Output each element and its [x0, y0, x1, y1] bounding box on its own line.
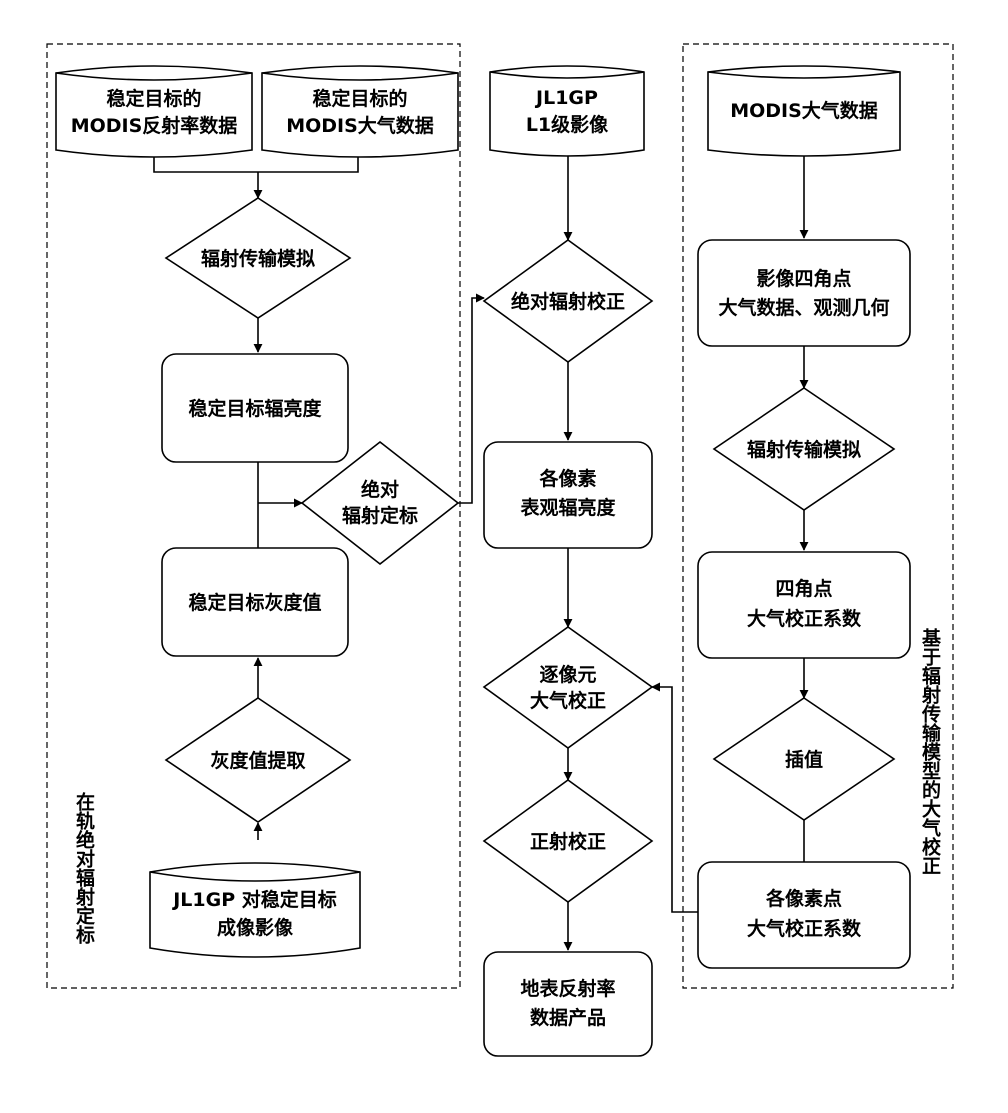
corner-coef-box: 四角点 大气校正系数 [697, 551, 911, 659]
rt-sim-right-label: 辐射传输模拟 [747, 438, 861, 461]
db-stable-target-reflectance: 稳定目标的 MODIS反射率数据 [55, 65, 253, 158]
rt-sim-right-decision: 辐射传输模拟 [712, 387, 896, 511]
gray-extract-decision: 灰度值提取 [164, 697, 352, 823]
stable-target-gray-box: 稳定目标灰度值 [161, 547, 349, 657]
db-stable-target-atmos: 稳定目标的 MODIS大气数据 [261, 65, 459, 158]
surface-product-box: 地表反射率 数据产品 [483, 951, 653, 1057]
db-stable-target-reflectance-line1: 稳定目标的 [106, 87, 201, 110]
group-label-atmospheric-correction: 基于辐射传输模型的大气校正 [919, 627, 942, 875]
corner-atmos-box: 影像四角点 大气数据、观测几何 [697, 239, 911, 347]
db-l1-image: JL1GP L1级影像 [489, 65, 645, 157]
pixel-coef-line2: 大气校正系数 [747, 917, 862, 940]
surface-product-line2: 数据产品 [530, 1006, 606, 1029]
abs-correction-label: 绝对辐射校正 [511, 290, 625, 313]
pixel-coef-box: 各像素点 大气校正系数 [697, 861, 911, 969]
ortho-corr-decision: 正射校正 [482, 779, 654, 903]
rt-sim-left-label: 辐射传输模拟 [201, 247, 315, 270]
apparent-radiance-line1: 各像素 [538, 467, 596, 490]
connector-pixel-coef-to-pixel-corr [651, 682, 698, 913]
apparent-radiance-line2: 表观辐亮度 [520, 496, 616, 519]
group-frame-onorbit-calibration [46, 43, 461, 989]
db-l1-image-line1: JL1GP [534, 87, 598, 109]
pixel-coef-line1: 各像素点 [765, 887, 842, 910]
db-jl1gp-target-image: JL1GP 对稳定目标 成像影像 [149, 862, 361, 958]
corner-coef-line1: 四角点 [775, 577, 832, 600]
stable-target-gray-label: 稳定目标灰度值 [188, 591, 321, 614]
abs-calib-decision: 绝对 辐射定标 [300, 440, 460, 566]
db-jl1gp-target-image-line1: JL1GP 对稳定目标 [171, 888, 337, 911]
db-modis-atmos-label: MODIS大气数据 [730, 99, 878, 122]
db-modis-atmos: MODIS大气数据 [707, 65, 901, 157]
db-stable-target-atmos-line1: 稳定目标的 [312, 87, 407, 110]
connector-calib-to-correction [458, 293, 485, 504]
pixel-atm-corr-decision: 逐像元 大气校正 [482, 626, 654, 749]
surface-product-line1: 地表反射率 [520, 977, 615, 1000]
stable-target-radiance-label: 稳定目标辐亮度 [188, 397, 322, 420]
ortho-corr-label: 正射校正 [530, 830, 606, 853]
gray-extract-label: 灰度值提取 [210, 749, 305, 772]
group-label-onorbit-calibration: 在轨绝对辐射定标 [73, 791, 96, 944]
connector-databases-merge [153, 156, 359, 173]
stable-target-radiance-box: 稳定目标辐亮度 [161, 353, 349, 463]
db-stable-target-reflectance-line2: MODIS反射率数据 [71, 114, 238, 137]
interp-decision: 插值 [712, 697, 896, 821]
abs-correction-decision: 绝对辐射校正 [482, 239, 654, 363]
pixel-atm-corr-line1: 逐像元 [539, 663, 596, 686]
connectors [153, 155, 809, 951]
corner-atmos-line1: 影像四角点 [756, 267, 851, 290]
db-jl1gp-target-image-line2: 成像影像 [217, 916, 294, 939]
abs-calib-line1: 绝对 [361, 478, 399, 501]
db-l1-image-line2: L1级影像 [526, 113, 609, 136]
abs-calib-line2: 辐射定标 [342, 504, 418, 527]
corner-coef-line2: 大气校正系数 [747, 607, 862, 630]
pixel-atm-corr-line2: 大气校正 [530, 689, 606, 712]
corner-atmos-line2: 大气数据、观测几何 [718, 296, 889, 319]
apparent-radiance-box: 各像素 表观辐亮度 [483, 441, 653, 549]
db-stable-target-atmos-line2: MODIS大气数据 [286, 114, 434, 137]
interp-label: 插值 [785, 748, 823, 771]
group-frame-atmospheric-correction [682, 43, 954, 989]
rt-sim-left-decision: 辐射传输模拟 [164, 197, 352, 319]
